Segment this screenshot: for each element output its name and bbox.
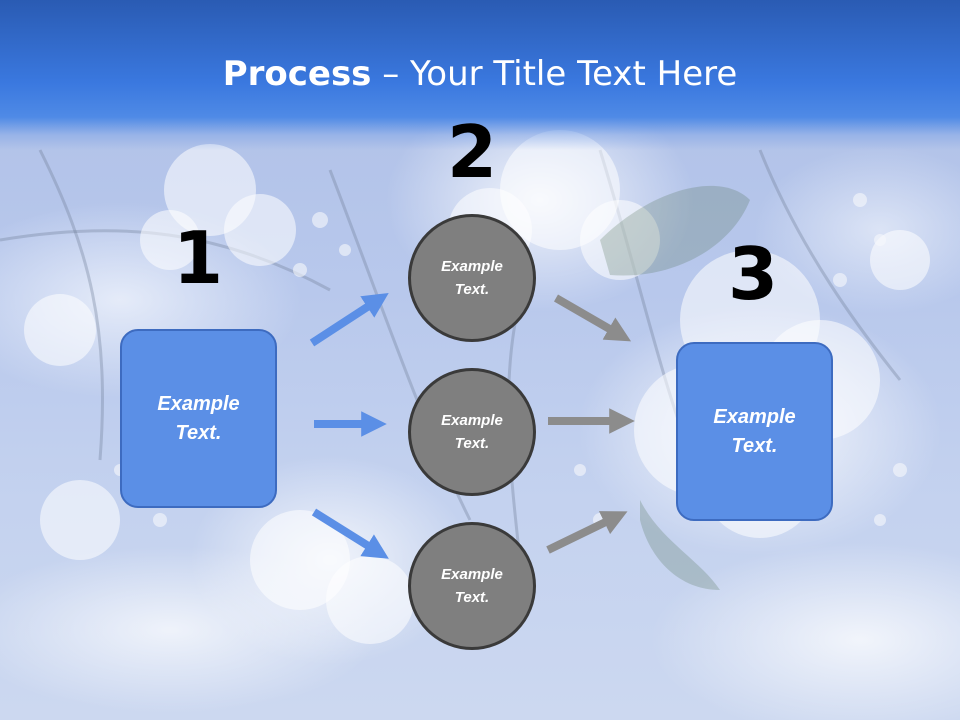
step-2-circle-middle-text: Example Text. bbox=[441, 412, 503, 452]
step-2-circle-middle[interactable]: Example Text. bbox=[408, 368, 536, 496]
step-2-circle-bottom-text: Example Text. bbox=[441, 566, 503, 606]
slide-title-bold: Process bbox=[222, 54, 372, 94]
step-3-box[interactable]: Example Text. bbox=[676, 342, 833, 521]
step-2-circle-top[interactable]: Example Text. bbox=[408, 214, 536, 342]
step-3-text: Example Text. bbox=[713, 405, 796, 457]
step-number-1: 1 bbox=[172, 216, 224, 300]
step-number-2: 2 bbox=[446, 110, 498, 194]
arrow-step1-to-circle3 bbox=[311, 508, 389, 559]
step-1-text: Example Text. bbox=[157, 392, 240, 444]
step-2-circle-bottom[interactable]: Example Text. bbox=[408, 522, 536, 650]
arrow-circle3-to-step3 bbox=[546, 511, 628, 554]
slide-title-rest: – Your Title Text Here bbox=[371, 54, 738, 94]
arrow-step1-to-circle1 bbox=[309, 293, 389, 347]
arrow-circle1-to-step3 bbox=[553, 294, 632, 342]
step-2-circle-top-text: Example Text. bbox=[441, 258, 503, 298]
slide-title[interactable]: Process – Your Title Text Here bbox=[0, 50, 960, 98]
step-number-3: 3 bbox=[727, 232, 779, 316]
title-bar bbox=[0, 0, 960, 150]
step-1-box[interactable]: Example Text. bbox=[120, 329, 277, 508]
